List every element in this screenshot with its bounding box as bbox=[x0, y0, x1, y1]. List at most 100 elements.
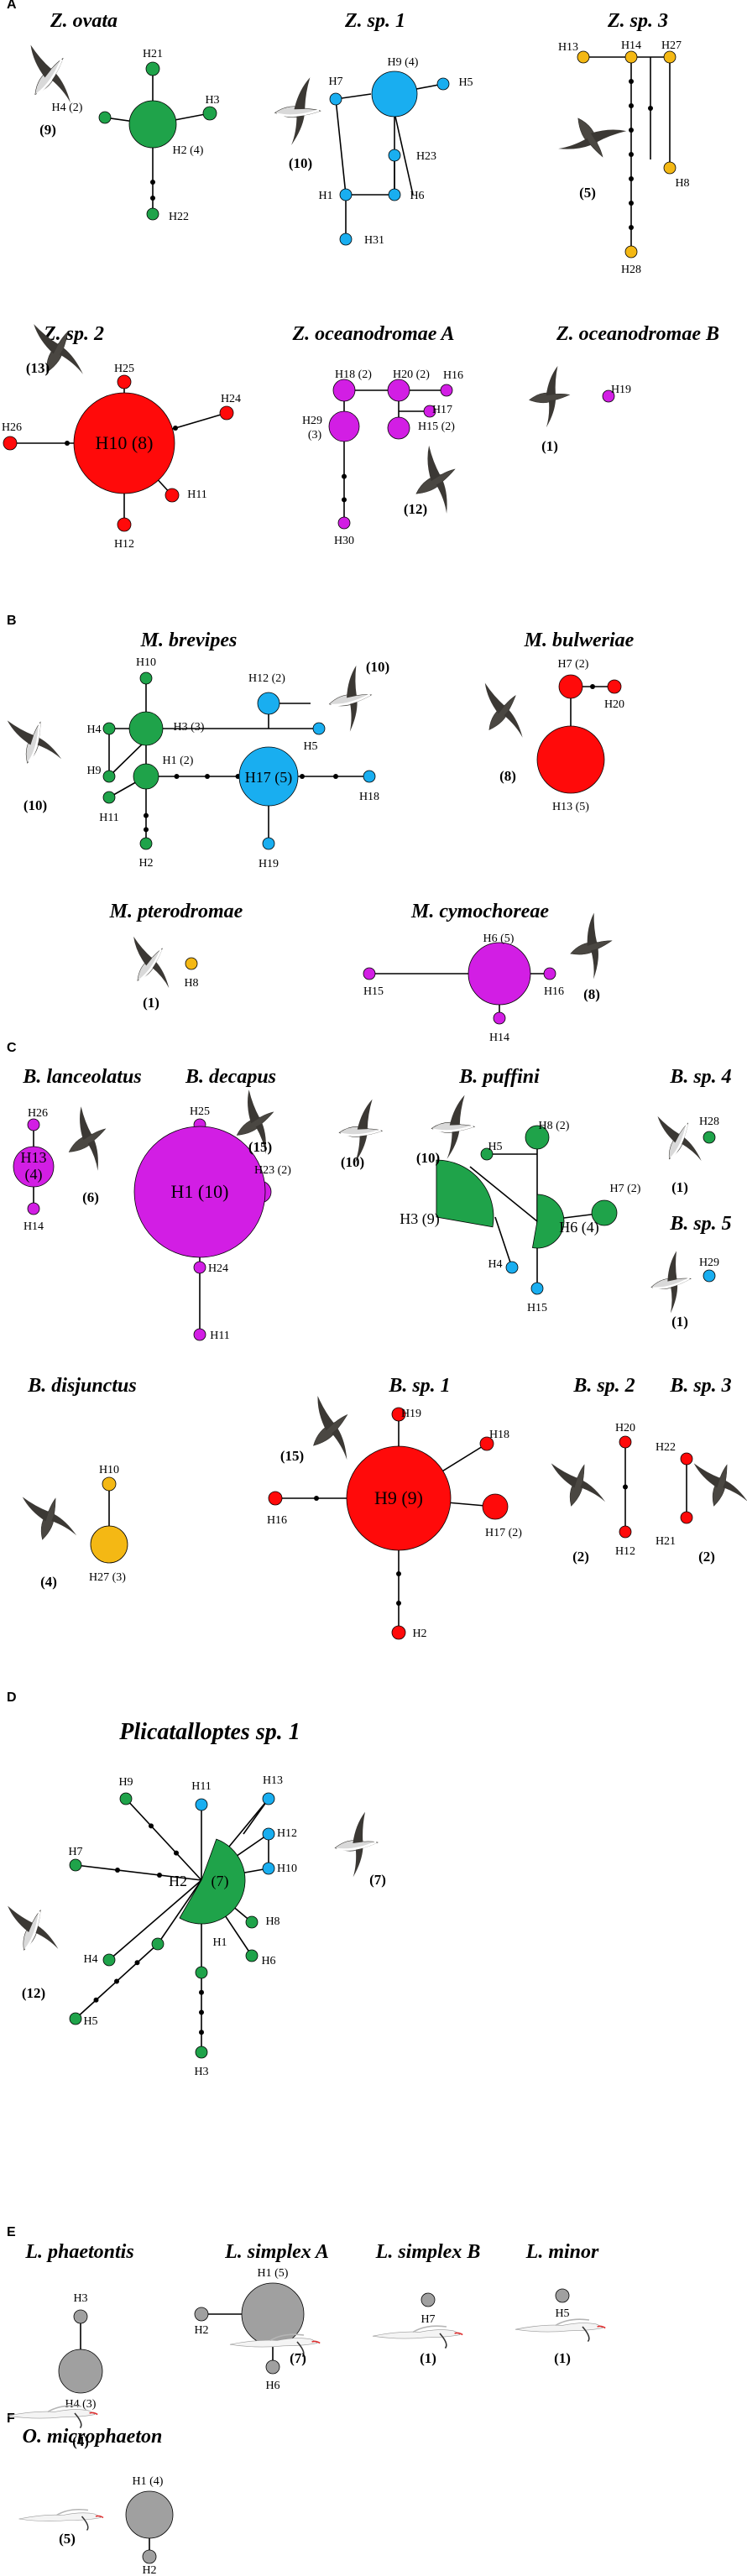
haplotype-node bbox=[69, 2012, 82, 2025]
species-title: Z. sp. 1 bbox=[344, 10, 405, 32]
specimen-count: (1) bbox=[420, 2350, 436, 2366]
seabird-icon bbox=[650, 1251, 692, 1314]
haplotype-label: H25 bbox=[190, 1105, 210, 1118]
haplotype-label: H19 bbox=[259, 858, 279, 870]
mutation-step-dot bbox=[314, 1496, 319, 1501]
haplotype-node bbox=[387, 416, 410, 440]
network-edge bbox=[157, 1879, 202, 1945]
haplotype-label: H27 bbox=[661, 39, 682, 52]
species-title: B. sp. 4 bbox=[669, 1066, 731, 1088]
specimen-count: (5) bbox=[579, 185, 596, 201]
mutation-step-dot bbox=[590, 684, 595, 689]
species-title: B. sp. 3 bbox=[669, 1375, 731, 1397]
specimen-count: (2) bbox=[572, 1549, 589, 1565]
haplotype-label: H2 bbox=[142, 2564, 156, 2576]
specimen-count: (10) bbox=[416, 1150, 440, 1166]
specimen-count: (9) bbox=[39, 122, 56, 138]
specimen-count: (4) bbox=[72, 2433, 89, 2449]
haplotype-label: H9 (4) bbox=[388, 56, 419, 69]
haplotype-node bbox=[139, 837, 153, 850]
haplotype-label: H1 bbox=[318, 190, 332, 202]
haplotype-label: H12 bbox=[114, 538, 134, 551]
mutation-step-dot bbox=[629, 225, 634, 230]
haplotype-label: H29 bbox=[302, 415, 322, 427]
haplotype-label: H5 bbox=[488, 1141, 502, 1153]
haplotype-node bbox=[391, 1625, 406, 1640]
haplotype-node bbox=[680, 1452, 693, 1466]
mutation-step-dot bbox=[199, 2030, 204, 2035]
haplotype-label: H7 bbox=[421, 2313, 435, 2326]
haplotype-label: H19 bbox=[611, 384, 631, 396]
specimen-count: (7) bbox=[290, 2350, 306, 2366]
network-edge bbox=[469, 1166, 538, 1222]
network-edge bbox=[494, 1216, 513, 1268]
section-label-c: C bbox=[7, 1041, 17, 1055]
seabird-icon bbox=[7, 720, 62, 764]
haplotype-node bbox=[139, 671, 153, 685]
haplotype-label: H4 bbox=[488, 1258, 502, 1271]
seabird-icon bbox=[30, 44, 71, 103]
haplotype-label: H8 bbox=[184, 977, 198, 990]
species-title: Z. oceanodromae A bbox=[291, 323, 454, 345]
specimen-count: (6) bbox=[82, 1189, 99, 1205]
haplotype-node bbox=[493, 1011, 506, 1025]
specimen-count: (1) bbox=[671, 1314, 688, 1330]
specimen-count: (12) bbox=[404, 501, 427, 517]
haplotype-label: H20 (2) bbox=[393, 368, 430, 381]
haplotype-label: H26 bbox=[2, 421, 22, 434]
haplotype-node bbox=[102, 1953, 116, 1967]
specimen-count: (13) bbox=[26, 360, 50, 376]
haplotype-node bbox=[238, 746, 299, 807]
haplotype-label: H2 bbox=[169, 1873, 187, 1889]
species-title: M. cymochoreae bbox=[410, 901, 549, 922]
haplotype-node bbox=[90, 1525, 128, 1564]
tropicbird-icon bbox=[229, 2333, 321, 2358]
haplotype-node bbox=[479, 1436, 494, 1451]
species-title: B. lanceolatus bbox=[22, 1066, 141, 1088]
haplotype-node bbox=[332, 379, 356, 402]
specimen-count: (10) bbox=[289, 155, 312, 171]
network-l-simplex-b: L. simplex BH7(1) bbox=[372, 2241, 480, 2366]
tropicbird-icon bbox=[372, 2325, 463, 2349]
section-label-f: F bbox=[7, 2411, 15, 2426]
haplotype-node bbox=[591, 1199, 618, 1226]
seabird-icon bbox=[22, 1497, 77, 1540]
species-title: B. puffini bbox=[458, 1066, 540, 1088]
haplotype-node bbox=[145, 61, 160, 76]
haplotype-node bbox=[58, 2349, 103, 2394]
haplotype-label: H9 bbox=[86, 765, 101, 777]
seabird-icon bbox=[415, 445, 456, 514]
haplotype-label: H13 bbox=[263, 1774, 283, 1787]
haplotype-node bbox=[663, 50, 676, 64]
haplotype-label: H31 bbox=[364, 234, 384, 247]
haplotype-node bbox=[195, 2046, 208, 2059]
species-title: B. decapus bbox=[185, 1066, 276, 1088]
haplotype-label: H3 bbox=[73, 2292, 87, 2305]
tropicbird-icon bbox=[18, 2509, 104, 2532]
haplotype-node bbox=[680, 1511, 693, 1524]
haplotype-label: H18 bbox=[359, 791, 379, 803]
haplotype-label: H9 (9) bbox=[374, 1487, 423, 1508]
mutation-step-dot bbox=[115, 1868, 120, 1873]
seabird-icon bbox=[431, 1095, 476, 1159]
haplotype-label: H5 bbox=[458, 76, 473, 89]
haplotype-label: H6 bbox=[261, 1955, 275, 1967]
species-title: B. sp. 1 bbox=[388, 1375, 450, 1397]
haplotype-node bbox=[241, 2282, 305, 2346]
haplotype-node bbox=[119, 1792, 133, 1805]
haplotype-label: H18 bbox=[489, 1429, 509, 1441]
haplotype-label: H15 bbox=[363, 985, 384, 998]
haplotype-node bbox=[387, 379, 410, 402]
haplotype-node bbox=[165, 488, 180, 503]
mutation-step-dot bbox=[623, 1484, 628, 1490]
